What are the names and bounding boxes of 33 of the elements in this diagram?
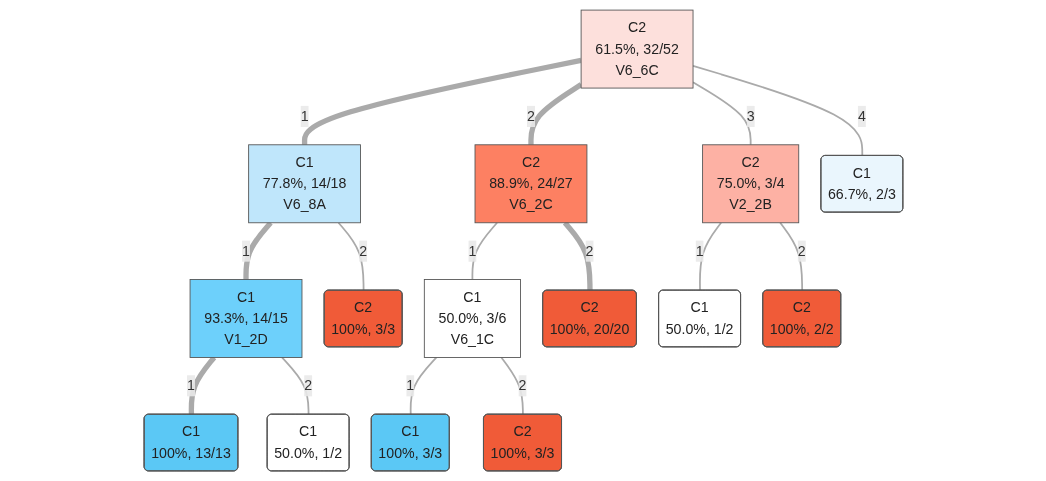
connector [500,356,524,416]
connector [691,64,863,157]
node-box: C2 88.9%, 24/27 V6_2C [474,144,587,224]
node-box: C1 50.0%, 3/6 V6_1C [423,279,521,358]
edge-label: 2 [526,108,535,124]
edge-label: 2 [518,377,526,393]
connector [280,356,309,416]
edge-label: 3 [746,108,755,124]
edge-label: 1 [241,243,250,259]
node-box: C1 77.8%, 14/18 V6_8A [247,144,361,224]
edge-label: 2 [797,243,806,259]
connector [562,221,593,291]
edge-label: 1 [695,243,704,259]
edge-label: 4 [857,108,866,124]
connector [301,57,582,145]
connector [337,221,364,292]
edge-label: 1 [405,377,414,393]
node-box: C2 75.0%, 3/4 V2_2B [701,144,799,224]
edge-label: 2 [358,243,367,259]
edge-label: 1 [186,377,195,393]
edge-label: 2 [303,377,312,393]
node-box: C2 61.5%, 32/52 V6_6C [580,9,693,89]
edge-label: 1 [467,243,476,259]
connector [691,81,752,146]
node-box: C1 93.3%, 14/15 V1_2D [189,279,302,358]
connector [527,82,583,145]
connector [471,221,498,281]
edge-label: 1 [300,108,309,124]
edge-label: 2 [585,243,593,259]
connector [698,221,722,292]
connector [242,221,273,280]
connector [778,221,803,292]
connector [409,356,437,416]
